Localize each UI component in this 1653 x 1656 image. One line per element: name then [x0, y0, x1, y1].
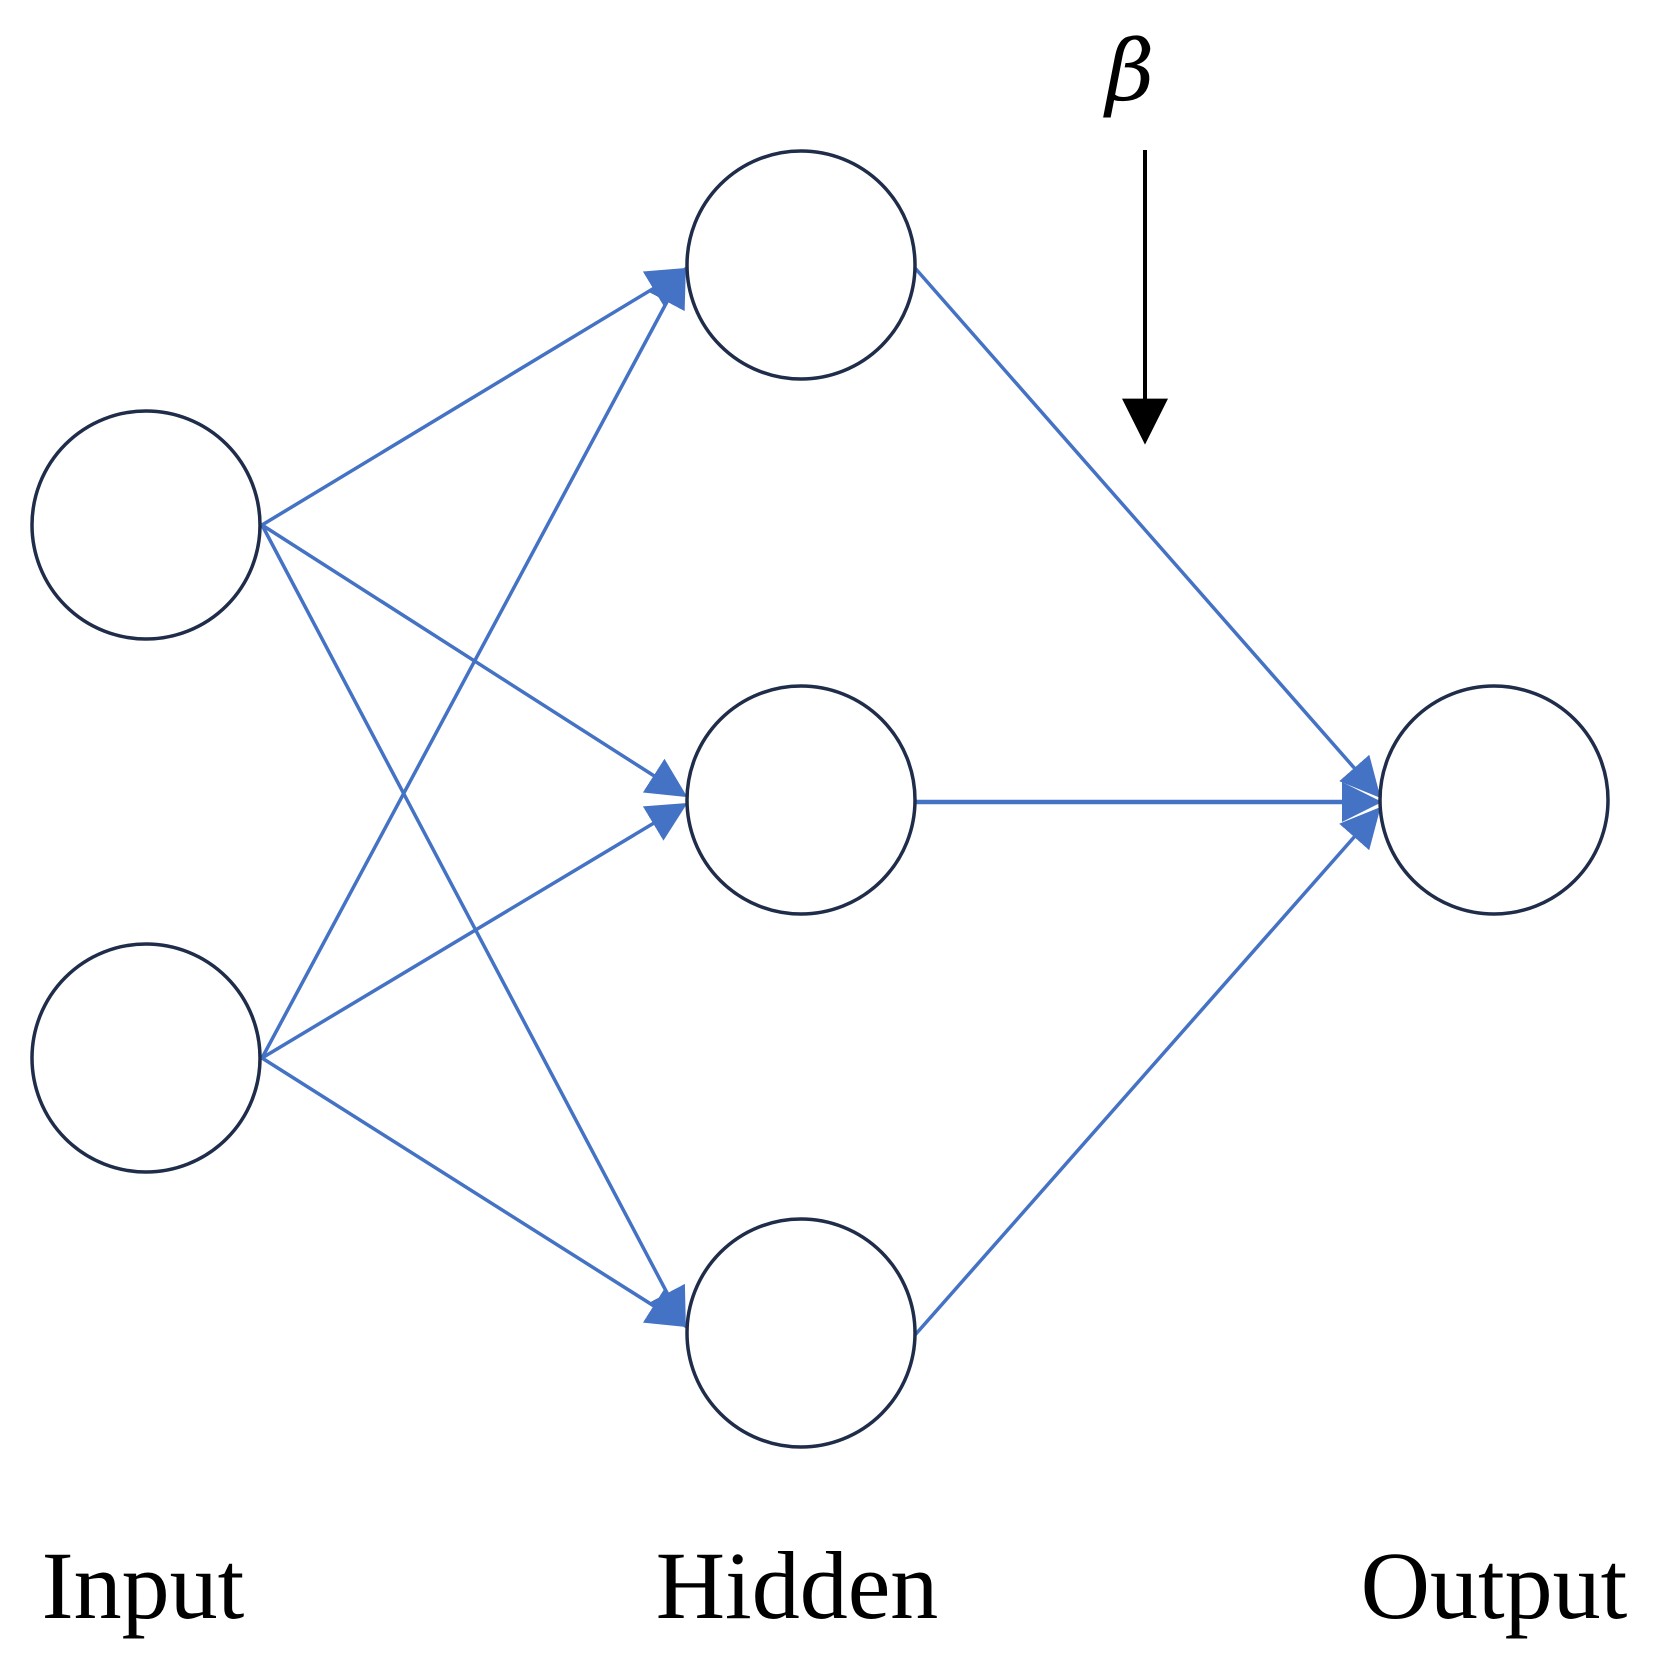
input-node-2: [30, 942, 262, 1174]
hidden-layer-label: Hidden: [656, 1532, 939, 1639]
edge-input2-hidden2: [261, 802, 688, 1060]
hidden-node-2: [685, 684, 917, 916]
input-node-1: [30, 409, 262, 641]
edge-hidden1-output: [913, 266, 1381, 799]
input-layer-label: Input: [42, 1532, 245, 1639]
hidden-node-3: [685, 1217, 917, 1449]
edge-input2-hidden1: [260, 266, 686, 1059]
edge-input1-hidden2: [261, 523, 688, 798]
edge-input1-hidden1: [261, 267, 688, 527]
output-node: [1378, 684, 1610, 916]
edge-input1-hidden3: [260, 524, 686, 1329]
edge-input2-hidden3: [261, 1056, 688, 1328]
beta-label: β: [1103, 22, 1155, 120]
hidden-node-1: [685, 149, 917, 381]
edge-hidden3-output: [913, 806, 1381, 1337]
output-layer-label: Output: [1361, 1532, 1628, 1639]
